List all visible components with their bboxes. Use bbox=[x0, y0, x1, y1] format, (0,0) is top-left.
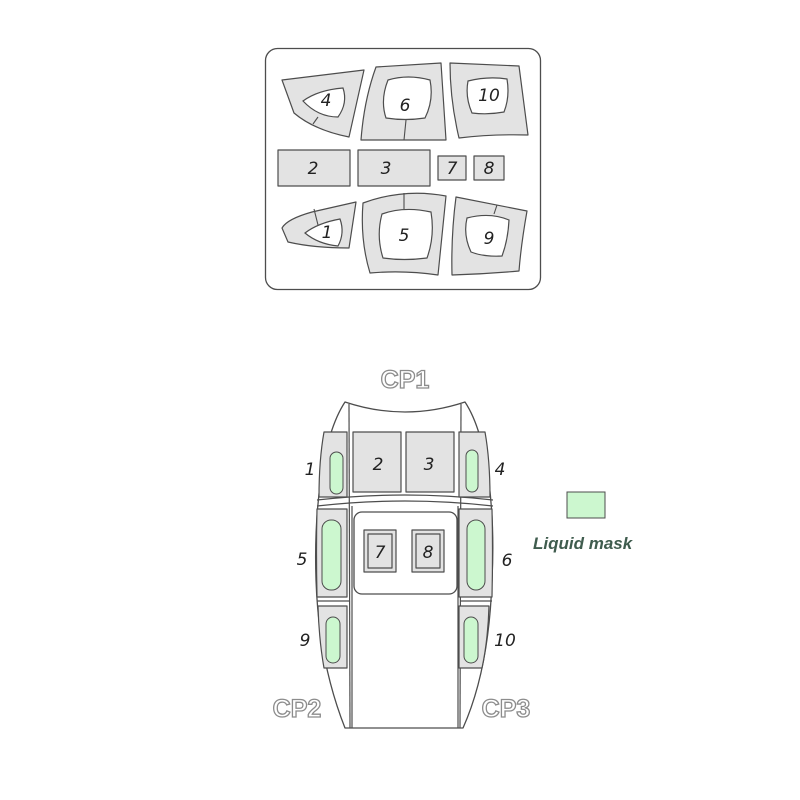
canopy-panel-5-liquid-area bbox=[321, 519, 342, 591]
sheet-mask-9: 9 bbox=[451, 196, 528, 276]
canopy-label-7: 7 bbox=[375, 543, 386, 563]
sheet-mask-10-label: 10 bbox=[478, 86, 500, 106]
cp1-label: CP1 bbox=[381, 366, 430, 394]
legend-liquid-mask-label: Liquid mask bbox=[533, 534, 634, 553]
mask-sheet: 4 6 10 2 3 7 8 bbox=[264, 47, 542, 291]
canopy-panel-6-liquid-area bbox=[466, 519, 486, 591]
canopy-diagram: CP1 1 2 bbox=[272, 365, 531, 729]
canopy-panel-9-liquid-area bbox=[325, 616, 341, 664]
sheet-mask-5-window bbox=[378, 208, 433, 261]
canopy-label-3: 3 bbox=[424, 455, 435, 475]
sheet-mask-9-window bbox=[465, 214, 510, 257]
canopy-label-10: 10 bbox=[494, 631, 516, 651]
sheet-mask-8-outline bbox=[473, 155, 505, 181]
canopy-panel-10-liquid-area bbox=[463, 616, 479, 664]
sheet-mask-9-cut-line bbox=[493, 204, 498, 215]
sheet-mask-7: 7 bbox=[437, 155, 467, 181]
canopy-panel-2 bbox=[352, 431, 402, 493]
sheet-mask-3-outline bbox=[357, 149, 431, 187]
sheet-mask-6: 6 bbox=[360, 62, 447, 141]
sheet-mask-10: 10 bbox=[449, 62, 529, 139]
sheet-mask-7-label: 7 bbox=[447, 159, 458, 179]
sheet-mask-9-label: 9 bbox=[484, 229, 495, 249]
sheet-mask-8-label: 8 bbox=[484, 159, 495, 179]
legend-liquid-mask-swatch bbox=[566, 491, 606, 519]
sheet-mask-6-label: 6 bbox=[400, 96, 411, 116]
cp2-label: CP2 bbox=[273, 695, 322, 723]
canopy-label-9: 9 bbox=[300, 631, 311, 651]
sheet-mask-10-window bbox=[466, 77, 509, 115]
sheet-mask-8: 8 bbox=[473, 155, 505, 181]
legend: Liquid mask bbox=[533, 491, 634, 553]
canopy-label-1: 1 bbox=[305, 460, 316, 480]
sheet-mask-1: 1 bbox=[281, 201, 357, 249]
sheet-mask-7-outline bbox=[437, 155, 467, 181]
sheet-mask-2-outline bbox=[277, 149, 351, 187]
canopy-label-5: 5 bbox=[297, 550, 308, 570]
sheet-mask-1-label: 1 bbox=[322, 223, 333, 243]
sheet-mask-6-cut-line bbox=[403, 119, 407, 141]
canopy-label-6: 6 bbox=[502, 551, 513, 571]
sheet-mask-4-label: 4 bbox=[321, 91, 332, 111]
sheet-mask-2: 2 bbox=[277, 149, 351, 187]
canopy-panel-7 bbox=[367, 533, 393, 569]
canopy-panel-1-liquid-area bbox=[329, 451, 344, 495]
sheet-mask-5: 5 bbox=[361, 192, 447, 276]
canopy-label-2: 2 bbox=[373, 455, 384, 475]
sheet-mask-5-label: 5 bbox=[399, 226, 410, 246]
sheet-mask-4: 4 bbox=[281, 69, 365, 138]
sheet-mask-2-label: 2 bbox=[308, 159, 319, 179]
canopy-panel-8 bbox=[415, 533, 441, 569]
canopy-windscreen-bow-inner bbox=[316, 500, 494, 507]
sheet-mask-1-cut-line bbox=[313, 208, 319, 226]
canopy-windscreen-bow-outer bbox=[316, 494, 494, 501]
cp3-label: CP3 bbox=[482, 695, 531, 723]
sheet-mask-3: 3 bbox=[357, 149, 431, 187]
canopy-label-4: 4 bbox=[495, 460, 506, 480]
canopy-panel-3 bbox=[405, 431, 455, 493]
sheet-mask-4-cut-line bbox=[312, 116, 319, 125]
canopy-panel-4-liquid-area bbox=[465, 449, 479, 493]
canopy-label-8: 8 bbox=[423, 543, 434, 563]
sheet-mask-6-window bbox=[382, 76, 432, 121]
canopy-frame-line-left bbox=[348, 403, 351, 729]
sheet-mask-4-window bbox=[302, 87, 346, 118]
sheet-mask-1-window bbox=[304, 218, 343, 247]
sheet-mask-3-label: 3 bbox=[381, 159, 392, 179]
